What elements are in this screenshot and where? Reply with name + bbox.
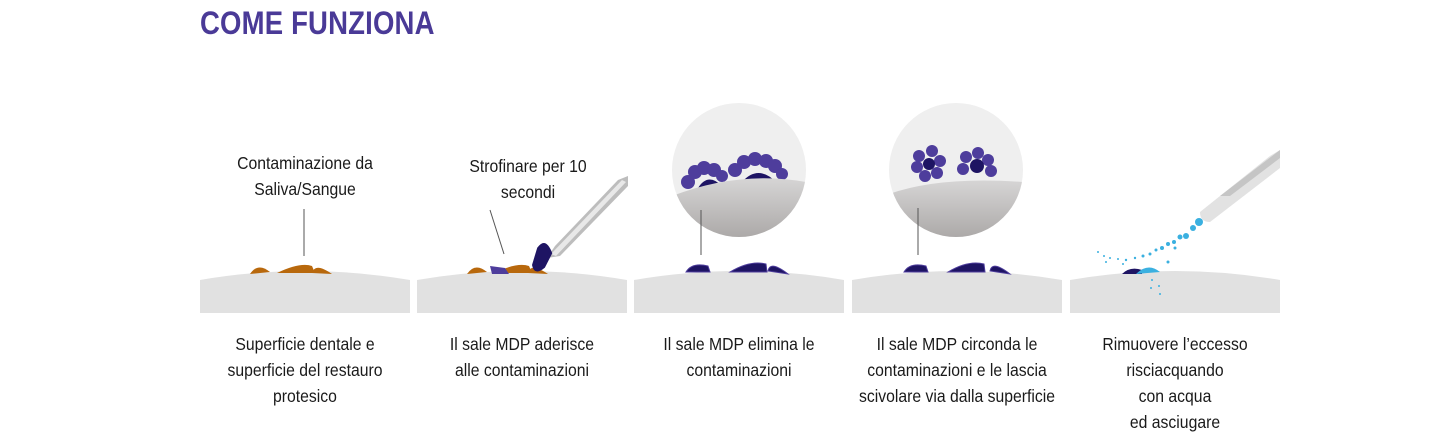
zoom-circle-surround	[889, 103, 1023, 255]
mdp-deposits	[685, 262, 1012, 275]
water-spray	[1097, 218, 1203, 295]
surface-1	[200, 271, 410, 313]
tooth-surfaces	[200, 271, 1280, 313]
surface-5	[1070, 271, 1280, 313]
water-syringe-icon	[1200, 150, 1280, 222]
zoom-circle-eliminate	[672, 103, 806, 255]
surface-2	[417, 271, 627, 313]
page-title: COME FUNZIONA	[200, 5, 435, 41]
microbrush-icon	[490, 176, 628, 274]
surface-3	[634, 271, 844, 313]
surface-4	[852, 271, 1062, 313]
residue	[1122, 268, 1142, 274]
pointer-line	[489, 209, 505, 255]
